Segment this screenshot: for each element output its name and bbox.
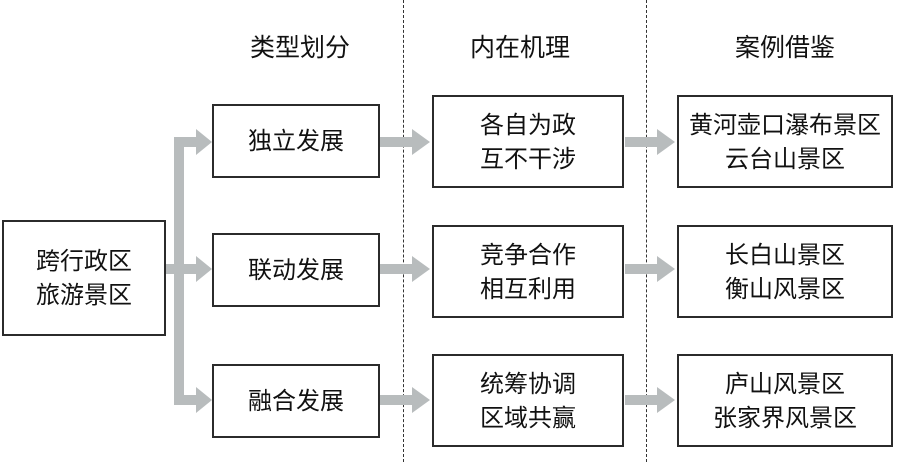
arrow-to-type-1 [174, 129, 212, 155]
divider-right [646, 0, 647, 462]
mechanism-box-3: 统筹协调 区域共赢 [432, 354, 624, 447]
cases-2-line-2: 衡山风景区 [725, 274, 845, 303]
root-box: 跨行政区 旅游景区 [2, 220, 166, 336]
mechanism-2-line-1: 竞争合作 [480, 240, 576, 269]
arrow-to-cases-2 [625, 256, 675, 282]
type-label-3: 融合发展 [248, 387, 344, 415]
header-mechanism: 内在机理 [469, 33, 570, 62]
mechanism-box-2: 竞争合作 相互利用 [432, 225, 624, 318]
cases-3-line-2: 张家界风景区 [713, 403, 857, 432]
arrow-to-type-2 [174, 256, 212, 282]
cases-box-1: 黄河壶口瀑布景区 云台山景区 [677, 95, 893, 188]
arrow-to-cases-3 [625, 387, 675, 413]
mechanism-1-line-2: 互不干涉 [480, 144, 576, 173]
cases-box-2: 长白山景区 衡山风景区 [677, 225, 893, 318]
cases-3-line-1: 庐山风景区 [725, 369, 845, 398]
header-types: 类型划分 [249, 33, 350, 62]
root-connector [166, 264, 180, 274]
mechanism-box-1: 各自为政 互不干涉 [432, 95, 624, 188]
type-label-1: 独立发展 [248, 127, 344, 155]
mechanism-3-line-2: 区域共赢 [480, 403, 576, 432]
header-cases: 案例借鉴 [734, 33, 835, 62]
root-line-1: 跨行政区 [36, 247, 132, 275]
cases-1-line-1: 黄河壶口瀑布景区 [689, 110, 881, 139]
type-box-1: 独立发展 [212, 104, 380, 178]
arrow-to-mechanism-2 [380, 256, 430, 282]
cases-box-3: 庐山风景区 张家界风景区 [677, 354, 893, 447]
type-box-3: 融合发展 [212, 364, 380, 438]
mechanism-2-line-2: 相互利用 [480, 274, 576, 303]
arrow-to-type-3 [174, 387, 212, 413]
type-label-2: 联动发展 [248, 256, 344, 284]
mechanism-1-line-1: 各自为政 [480, 110, 576, 139]
arrow-to-mechanism-3 [380, 387, 430, 413]
cases-1-line-2: 云台山景区 [725, 144, 845, 173]
cases-2-line-1: 长白山景区 [725, 240, 845, 269]
mechanism-3-line-1: 统筹协调 [480, 369, 576, 398]
arrow-to-cases-1 [625, 129, 675, 155]
type-box-2: 联动发展 [212, 233, 380, 307]
arrow-to-mechanism-1 [380, 129, 430, 155]
root-line-2: 旅游景区 [36, 281, 132, 309]
divider-left [403, 0, 404, 462]
